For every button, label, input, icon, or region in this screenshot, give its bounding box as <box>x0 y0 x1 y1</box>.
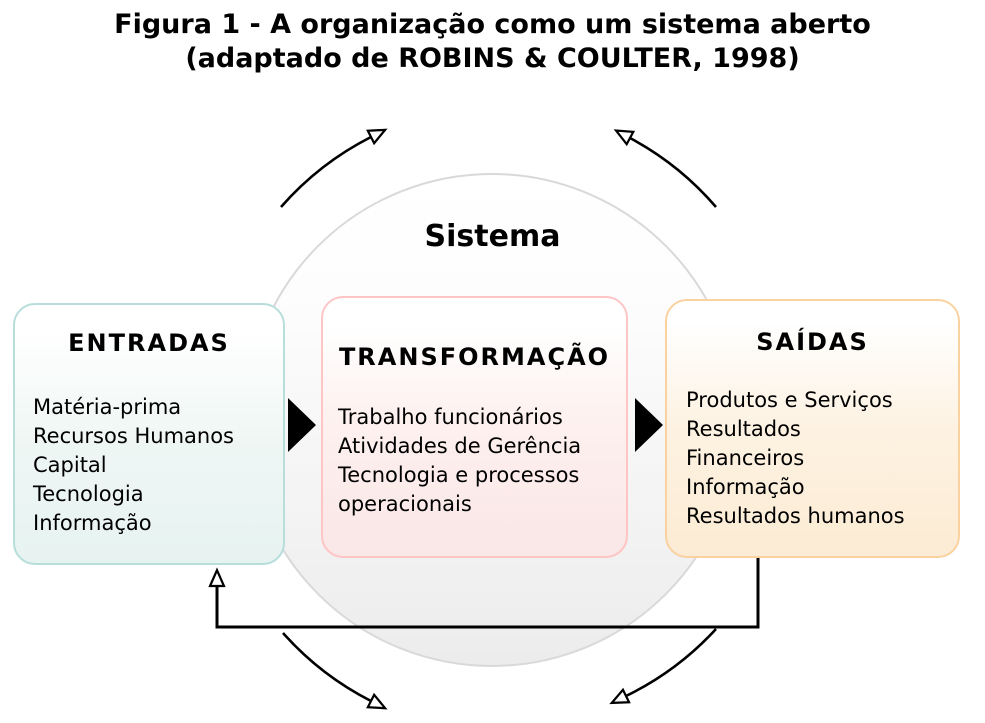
figure-title-line2: (adaptado de ROBINS & COULTER, 1998) <box>185 43 800 74</box>
cycle-arrow-bottom-left <box>282 632 388 710</box>
flow-arrow-transformacao-to-saidas <box>635 398 663 452</box>
transformacao-item: Atividades de Gerência <box>338 434 582 458</box>
transformacao-box-title: TRANSFORMAÇÃO <box>338 343 611 371</box>
cycle-arrow-bottom-right <box>609 628 717 705</box>
saidas-item: Produtos e Serviços <box>686 388 893 412</box>
feedback-loop-arrow <box>208 558 760 629</box>
transformacao-item: Tecnologia e processos <box>338 463 580 487</box>
cycle-arrow-top-left <box>280 128 388 208</box>
entradas-item: Recursos Humanos <box>33 424 234 448</box>
transformacao-item: Trabalho funcionários <box>338 405 563 429</box>
entradas-item: Matéria-prima <box>33 395 182 419</box>
flow-arrow-entradas-to-transformacao <box>288 398 316 452</box>
system-label: Sistema <box>424 219 561 254</box>
entradas-box-title: ENTRADAS <box>68 329 230 357</box>
entradas-box: ENTRADAS Matéria-prima Recursos Humanos … <box>13 303 285 565</box>
saidas-box-items: Produtos e Serviços Resultados Financeir… <box>667 386 958 531</box>
saidas-item: Resultados <box>686 417 801 441</box>
entradas-item: Tecnologia <box>33 482 144 506</box>
figure-title: Figura 1 - A organização como um sistema… <box>0 8 985 76</box>
saidas-item: Informação <box>686 475 805 499</box>
saidas-box-title: SAÍDAS <box>756 328 869 356</box>
entradas-box-items: Matéria-prima Recursos Humanos Capital T… <box>15 393 283 538</box>
transformacao-box-items: Trabalho funcionários Atividades de Gerê… <box>323 403 626 519</box>
figure-title-line1: Figura 1 - A organização como um sistema… <box>114 9 871 40</box>
entradas-item: Capital <box>33 453 107 477</box>
entradas-item: Informação <box>33 511 152 535</box>
cycle-arrow-top-right <box>613 129 717 208</box>
saidas-box: SAÍDAS Produtos e Serviços Resultados Fi… <box>665 299 960 558</box>
transformacao-item: operacionais <box>338 492 472 516</box>
saidas-item: Resultados humanos <box>686 504 905 528</box>
saidas-item: Financeiros <box>686 446 805 470</box>
transformacao-box: TRANSFORMAÇÃO Trabalho funcionários Ativ… <box>321 296 628 558</box>
